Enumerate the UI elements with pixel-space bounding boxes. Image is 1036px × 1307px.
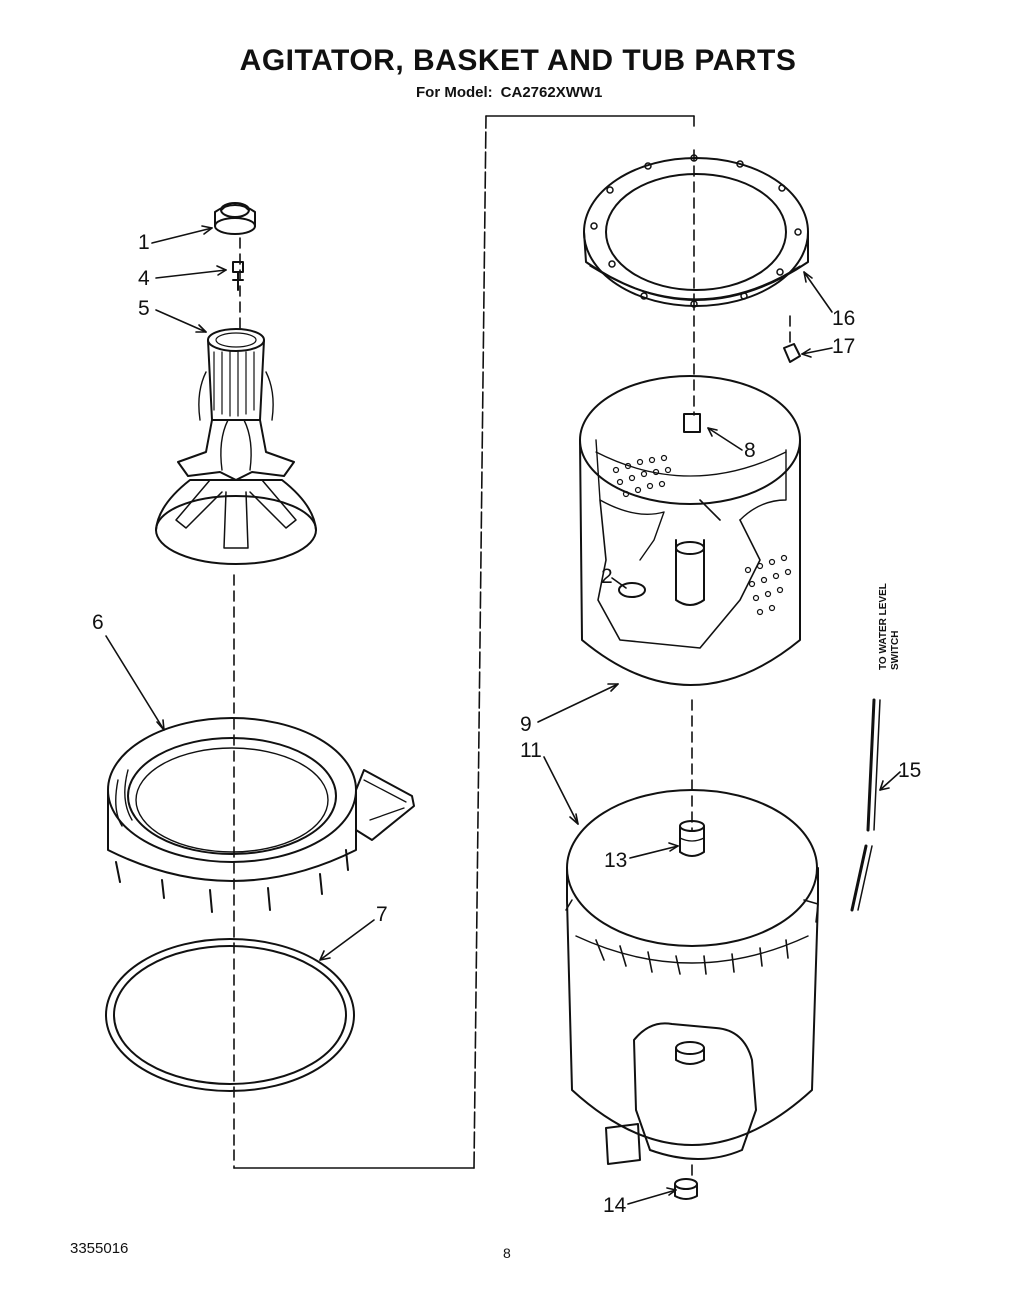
drive-coupling — [680, 821, 704, 856]
callout-2: 2 — [601, 565, 613, 588]
tub-seal — [675, 1179, 697, 1199]
callout-4: 4 — [138, 267, 150, 290]
callout-6: 6 — [92, 611, 104, 634]
side-note-line2: SWITCH — [890, 630, 901, 670]
outer-tub — [566, 790, 818, 1164]
document-number: 3355016 — [70, 1240, 129, 1257]
callout-14: 14 — [603, 1194, 627, 1217]
leader-lines — [106, 226, 900, 1204]
gasket-ring — [106, 939, 354, 1091]
tub-ring — [108, 718, 414, 912]
callout-17: 17 — [832, 335, 856, 358]
callout-5: 5 — [138, 297, 150, 320]
assembly-lines — [234, 116, 790, 1178]
pressure-hose — [852, 700, 880, 910]
agitator — [156, 329, 316, 564]
callout-8: 8 — [744, 439, 756, 462]
callout-15: 15 — [898, 759, 922, 782]
water-level-switch-note: TO WATER LEVEL SWITCH — [878, 580, 902, 670]
callout-9: 9 — [520, 713, 532, 736]
agitator-cap — [215, 203, 255, 234]
callout-16: 16 — [832, 307, 856, 330]
basket-balance-ring — [584, 155, 808, 307]
model-number: CA2762XWW1 — [500, 84, 603, 101]
agitator-fastener — [233, 262, 243, 290]
model-line: For Model: CA2762XWW1 — [416, 84, 602, 101]
page-number: 8 — [503, 1245, 511, 1261]
callout-13: 13 — [604, 849, 628, 872]
callout-1: 1 — [138, 231, 150, 254]
ring-clip — [784, 344, 800, 362]
model-label: For Model: — [416, 84, 493, 101]
callout-7: 7 — [376, 903, 388, 926]
washer-basket — [580, 376, 800, 685]
callout-11: 11 — [520, 739, 542, 762]
page-title: AGITATOR, BASKET AND TUB PARTS — [239, 44, 797, 77]
side-note-line1: TO WATER LEVEL — [878, 583, 889, 670]
